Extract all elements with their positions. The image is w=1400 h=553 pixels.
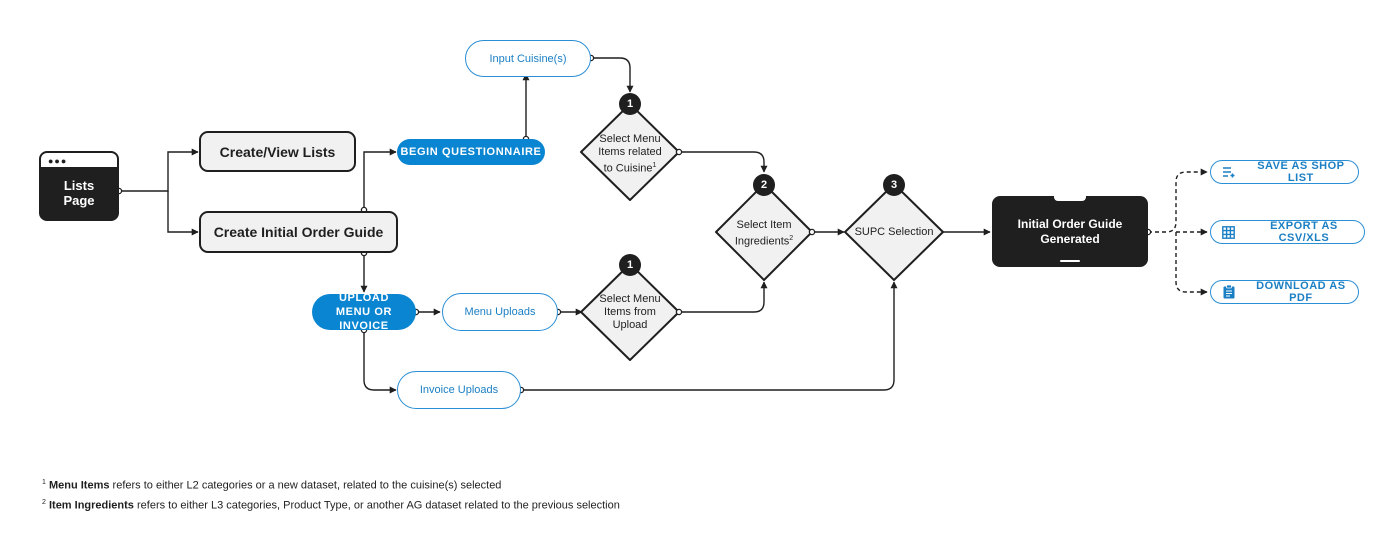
footnote-2-text: refers to either L3 categories, Product … xyxy=(137,499,620,512)
create-view-lists-label: Create/View Lists xyxy=(219,143,336,160)
connector-invoice-to-supc xyxy=(521,281,898,391)
connector-generated-to-download xyxy=(1175,232,1208,296)
step-badge-upload: 1 xyxy=(619,254,641,276)
save-as-shop-list-button[interactable]: SAVE AS SHOP LIST xyxy=(1210,160,1359,184)
clipboard-icon xyxy=(1221,285,1237,299)
footnote-marker-1: 1 xyxy=(652,162,657,169)
upload-menu-or-invoice-label: UPLOAD MENU OR INVOICE xyxy=(335,292,393,332)
window-dots-icon: ●●● xyxy=(48,156,68,166)
lists-page-card[interactable]: ●●● Lists Page xyxy=(39,151,119,221)
step-badge-supc: 3 xyxy=(883,174,905,196)
input-cuisines-box[interactable]: Input Cuisine(s) xyxy=(465,40,591,77)
begin-questionnaire-label: BEGIN QUESTIONNAIRE xyxy=(400,146,542,158)
diamond-select-menu-cuisine xyxy=(580,103,680,201)
diamond-supc-selection xyxy=(844,183,944,281)
playlist-add-icon xyxy=(1221,165,1237,179)
select-ingredients-label: Select Item Ingredients2 xyxy=(734,219,794,248)
create-initial-order-guide-box[interactable]: Create Initial Order Guide xyxy=(199,211,398,253)
connector-guide-to-questionnaire xyxy=(363,148,397,210)
select-menu-upload-label: Select Menu Items from Upload xyxy=(599,293,661,331)
connector-select-upload-to-ingredients xyxy=(679,281,768,313)
connector-lists-to-order-guide xyxy=(167,191,199,236)
connector-upload-to-invoice xyxy=(363,330,397,394)
diamond-select-menu-upload xyxy=(580,263,680,361)
menu-uploads-label: Menu Uploads xyxy=(464,306,536,318)
grid-table-icon xyxy=(1221,225,1237,239)
footnote-2: 2 Item Ingredients refers to either L3 c… xyxy=(42,499,620,512)
device-home-bar xyxy=(1060,260,1080,262)
create-initial-order-guide-label: Create Initial Order Guide xyxy=(213,224,384,240)
initial-order-guide-generated-card[interactable]: Initial Order Guide Generated xyxy=(992,196,1148,267)
footnote-1-text: refers to either L2 categories or a new … xyxy=(112,479,502,492)
download-as-pdf-label: DOWNLOAD AS PDF xyxy=(1256,280,1346,304)
step-badge-ingredients: 2 xyxy=(753,174,775,196)
diamond-select-ingredients xyxy=(715,183,813,281)
begin-questionnaire-button[interactable]: BEGIN QUESTIONNAIRE xyxy=(397,139,545,165)
lists-page-label: Lists Page xyxy=(63,178,95,208)
connector-lists-to-create-view xyxy=(119,148,199,192)
export-as-csv-xls-button[interactable]: EXPORT AS CSV/XLS xyxy=(1210,220,1365,244)
save-as-shop-list-label: SAVE AS SHOP LIST xyxy=(1257,160,1345,184)
invoice-uploads-box[interactable]: Invoice Uploads xyxy=(397,371,521,409)
connector-cuisine-to-select-menu xyxy=(591,57,634,93)
initial-order-guide-generated-label: Initial Order Guide Generated xyxy=(1017,216,1123,246)
footnote-2-term: Item Ingredients xyxy=(48,499,134,512)
upload-menu-or-invoice-button[interactable]: UPLOAD MENU OR INVOICE xyxy=(312,292,416,332)
step-badge-cuisine: 1 xyxy=(619,93,641,115)
export-as-csv-xls-label: EXPORT AS CSV/XLS xyxy=(1270,220,1338,244)
supc-selection-label: SUPC Selection xyxy=(854,226,934,238)
connector-generated-to-save xyxy=(1148,168,1208,233)
footnote-1-term: Menu Items xyxy=(48,479,110,492)
invoice-uploads-label: Invoice Uploads xyxy=(419,384,499,396)
download-as-pdf-button[interactable]: DOWNLOAD AS PDF xyxy=(1210,280,1359,304)
menu-uploads-box[interactable]: Menu Uploads xyxy=(442,293,558,331)
input-cuisines-label: Input Cuisine(s) xyxy=(489,52,567,65)
create-view-lists-box[interactable]: Create/View Lists xyxy=(199,131,356,172)
select-menu-cuisine-label: Select Menu Items related to Cuisine1 xyxy=(598,133,662,175)
window-titlebar: ●●● xyxy=(41,153,117,169)
footnote-marker-2: 2 xyxy=(789,235,794,242)
device-notch xyxy=(1054,196,1086,201)
connector-select-menu-to-ingredients xyxy=(679,151,768,173)
footnote-1: 1 Menu Items refers to either L2 categor… xyxy=(42,479,502,492)
